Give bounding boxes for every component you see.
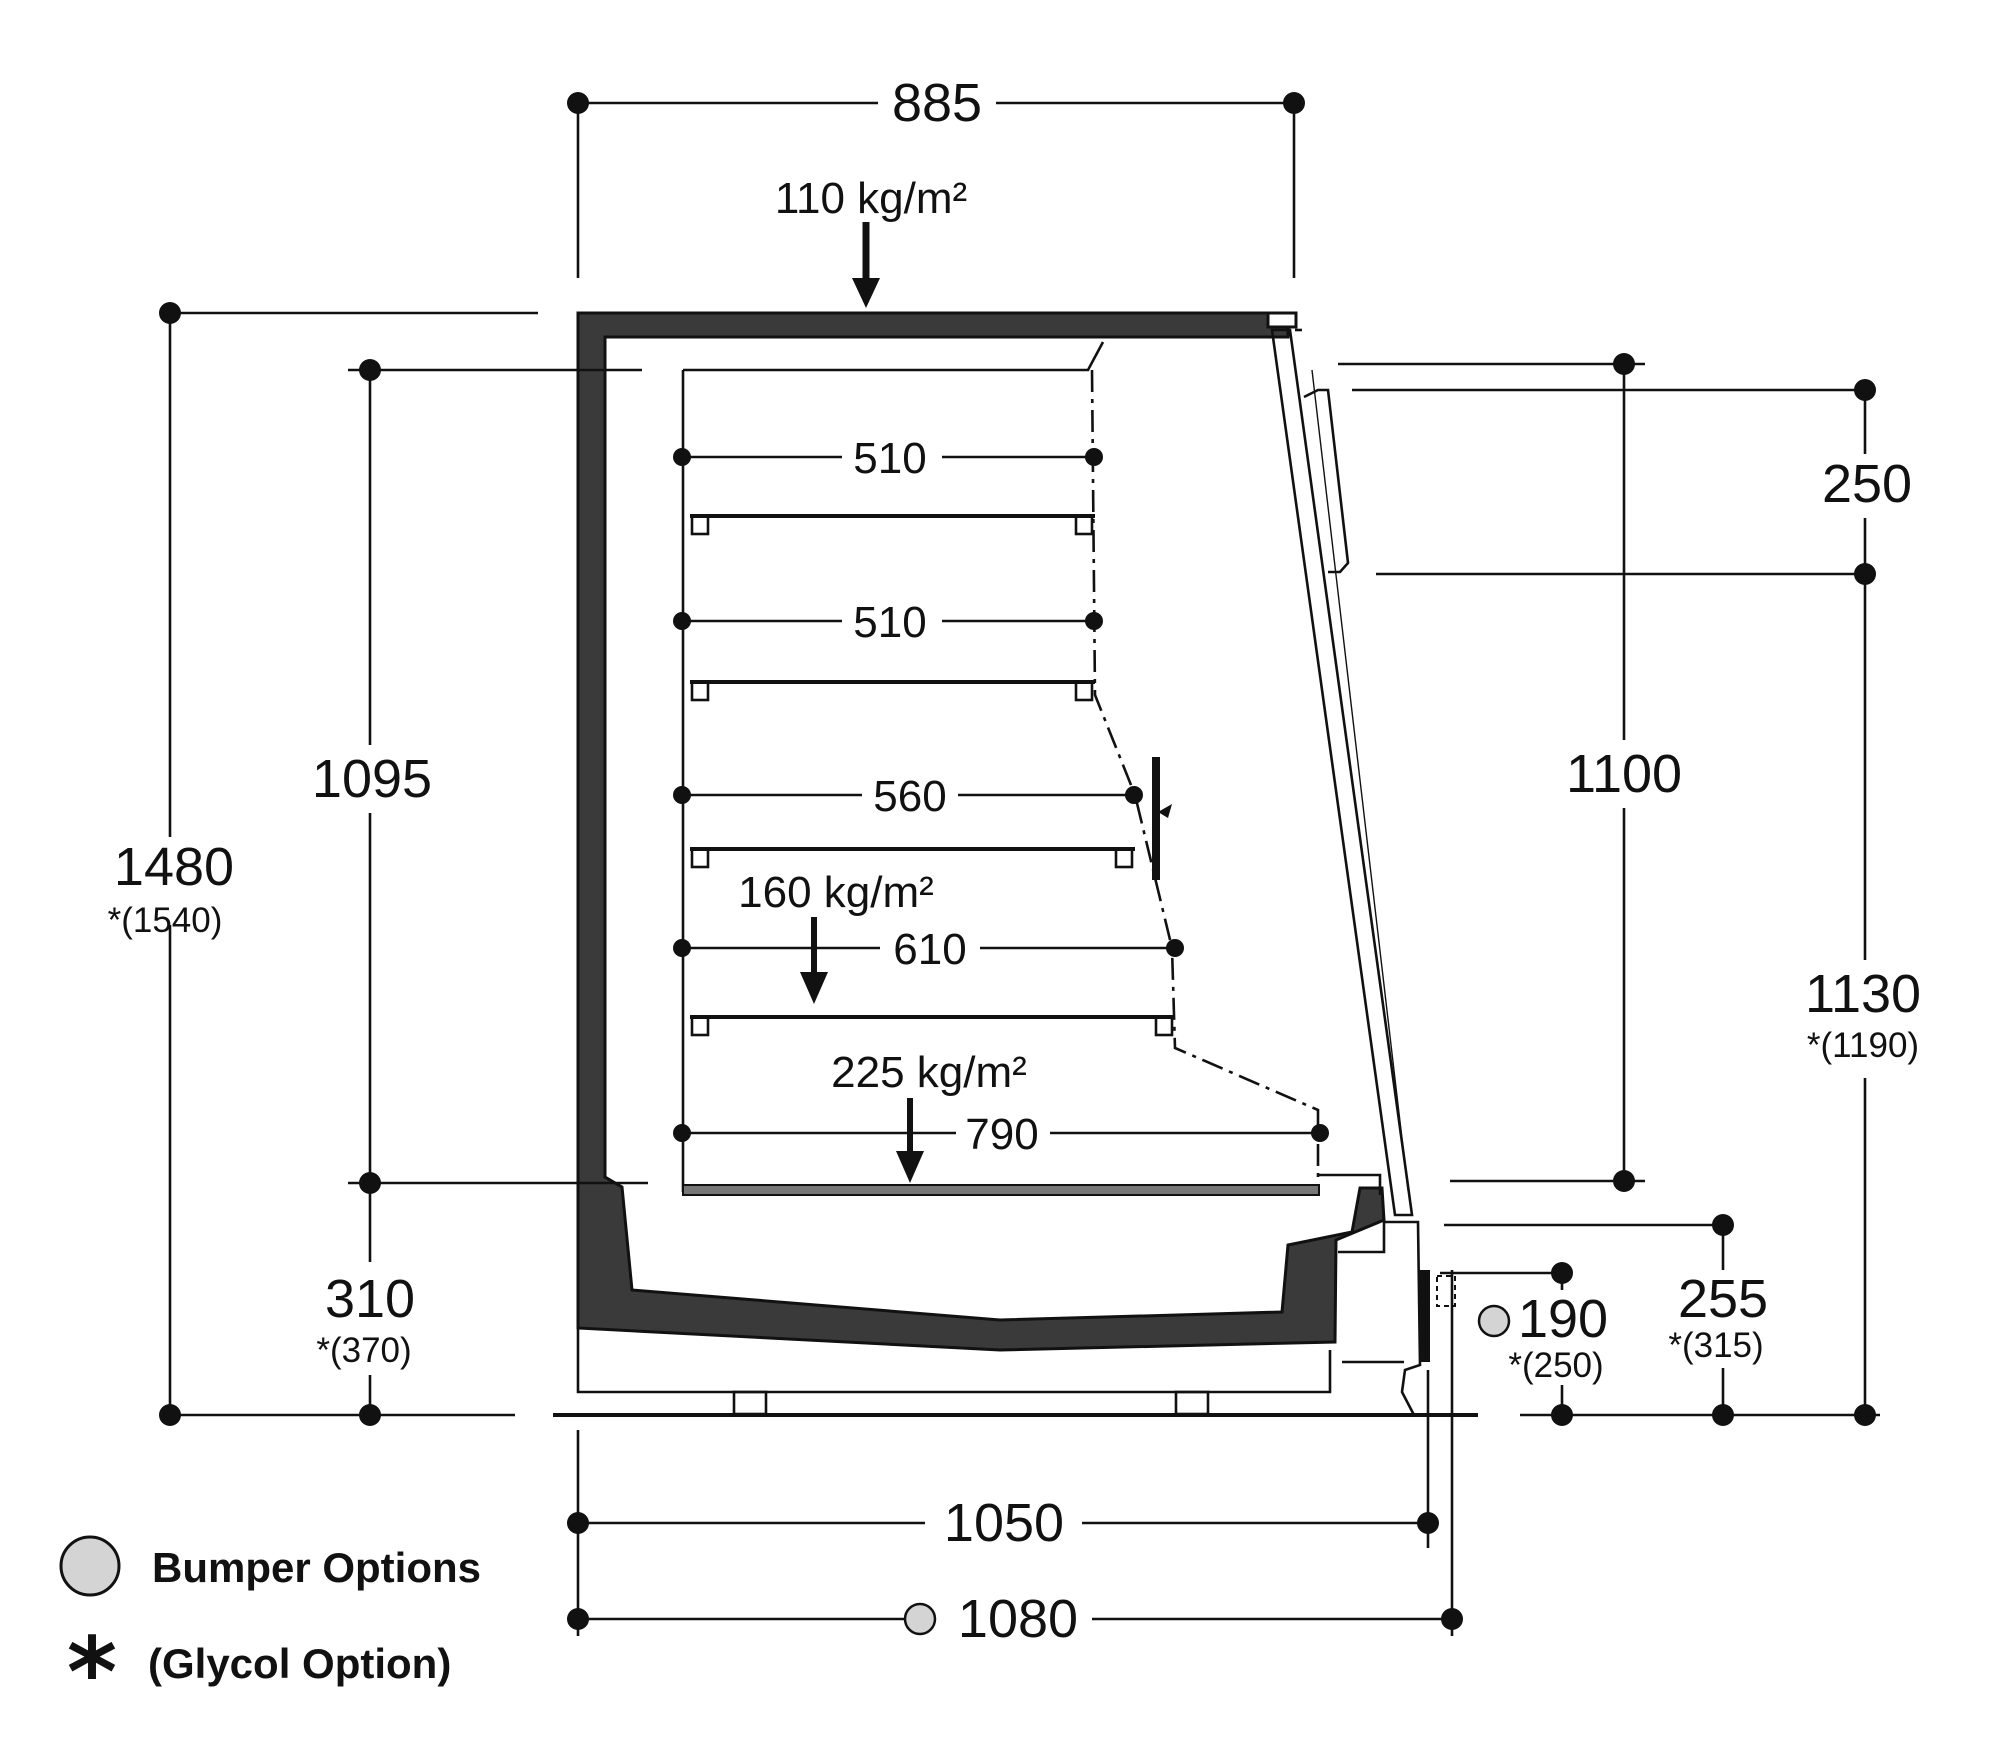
front-kick-panel bbox=[1338, 1220, 1422, 1416]
glycol-asterisk-icon: * bbox=[67, 1617, 117, 1729]
dim-deck-height: 310 *(370) bbox=[316, 1183, 415, 1426]
base-plinth bbox=[576, 1328, 1332, 1394]
dim-front-height-label: 1130 bbox=[1805, 964, 1921, 1024]
legend: Bumper Options * (Glycol Option) bbox=[59, 1535, 481, 1729]
dim-shelf-1: 510 bbox=[673, 434, 1103, 483]
dim-kick-height: 255 *(315) bbox=[1444, 1214, 1768, 1426]
foot-left bbox=[732, 1390, 768, 1416]
dim-bumper-height: 190 *(250) bbox=[1440, 1262, 1880, 1426]
load-arrow-top: 110 kg/m² bbox=[775, 174, 967, 308]
dim-total-height-glycol: *(1540) bbox=[108, 901, 223, 940]
shelf-4 bbox=[690, 1015, 1175, 1037]
front-glass bbox=[1270, 328, 1414, 1217]
dim-total-height: 1480 *(1540) bbox=[108, 302, 538, 1426]
load-base-label: 225 kg/m² bbox=[831, 1048, 1027, 1097]
base-deck bbox=[682, 1173, 1382, 1196]
dim-shelf-2: 510 bbox=[673, 598, 1103, 647]
dim-shelf-4-label: 610 bbox=[893, 925, 966, 974]
dim-shelf-4: 160 kg/m² 610 bbox=[673, 868, 1184, 1004]
dim-top-width: 885 bbox=[567, 73, 1305, 278]
bumper-swatch-icon bbox=[59, 1535, 121, 1597]
dim-depth-bumper: 1080 bbox=[567, 1270, 1463, 1649]
dim-shelf-3: 560 bbox=[673, 772, 1143, 821]
shelves bbox=[682, 514, 1382, 1196]
canopy-cap bbox=[1266, 311, 1298, 329]
dim-opening: 1100 bbox=[1338, 353, 1682, 1192]
dim-deck-height-glycol: *(370) bbox=[316, 1331, 411, 1370]
front-bumper bbox=[1420, 1270, 1456, 1362]
shelf-2 bbox=[690, 680, 1095, 702]
dim-header-label: 250 bbox=[1822, 454, 1912, 514]
dim-opening-label: 1100 bbox=[1566, 744, 1682, 804]
canopy-light bbox=[1303, 388, 1350, 574]
dim-inner-height-label: 1095 bbox=[312, 749, 432, 809]
dim-top-width-label: 885 bbox=[892, 73, 982, 133]
bumper-option-marker bbox=[1477, 1304, 1511, 1338]
load-top-label: 110 kg/m² bbox=[775, 174, 967, 223]
insulated-wall bbox=[576, 311, 1386, 1352]
legend-bumper: Bumper Options bbox=[59, 1535, 481, 1597]
dim-bumper-height-glycol: *(250) bbox=[1508, 1346, 1603, 1385]
ticket-holder bbox=[1152, 757, 1172, 880]
dim-kick-height-label: 255 bbox=[1678, 1269, 1768, 1329]
shelf-1 bbox=[690, 514, 1095, 536]
dim-total-height-label: 1480 bbox=[114, 837, 234, 897]
shelf-front-profile bbox=[1090, 369, 1320, 1185]
dim-inner-height: 1095 bbox=[312, 359, 648, 1194]
dim-front-height: 1130 *(1190) bbox=[1805, 574, 1921, 1426]
dim-deck-height-label: 310 bbox=[325, 1269, 415, 1329]
dim-shelf-3-label: 560 bbox=[873, 772, 946, 821]
bumper-option-marker-depth bbox=[903, 1602, 937, 1636]
dim-depth-label: 1050 bbox=[944, 1493, 1064, 1553]
legend-glycol: * (Glycol Option) bbox=[67, 1617, 451, 1729]
dim-base: 225 kg/m² 790 bbox=[673, 1048, 1329, 1183]
legend-bumper-label: Bumper Options bbox=[152, 1544, 481, 1591]
legend-glycol-label: (Glycol Option) bbox=[148, 1640, 451, 1687]
back-panel bbox=[683, 341, 1105, 372]
dim-shelf-2-label: 510 bbox=[853, 598, 926, 647]
dim-bumper-height-label: 190 bbox=[1518, 1289, 1608, 1349]
dim-header: 250 bbox=[1352, 379, 1912, 585]
dim-depth: 1050 bbox=[567, 1370, 1439, 1636]
load-shelf-4-label: 160 kg/m² bbox=[738, 868, 934, 917]
dim-kick-height-glycol: *(315) bbox=[1668, 1326, 1763, 1365]
dim-depth-bumper-label: 1080 bbox=[958, 1589, 1078, 1649]
foot-right bbox=[1174, 1390, 1210, 1416]
dim-base-label: 790 bbox=[965, 1110, 1038, 1159]
shelf-3 bbox=[690, 847, 1135, 869]
cabinet-body bbox=[553, 311, 1478, 1417]
dim-front-height-glycol: *(1190) bbox=[1807, 1026, 1919, 1065]
dim-shelf-1-label: 510 bbox=[853, 434, 926, 483]
